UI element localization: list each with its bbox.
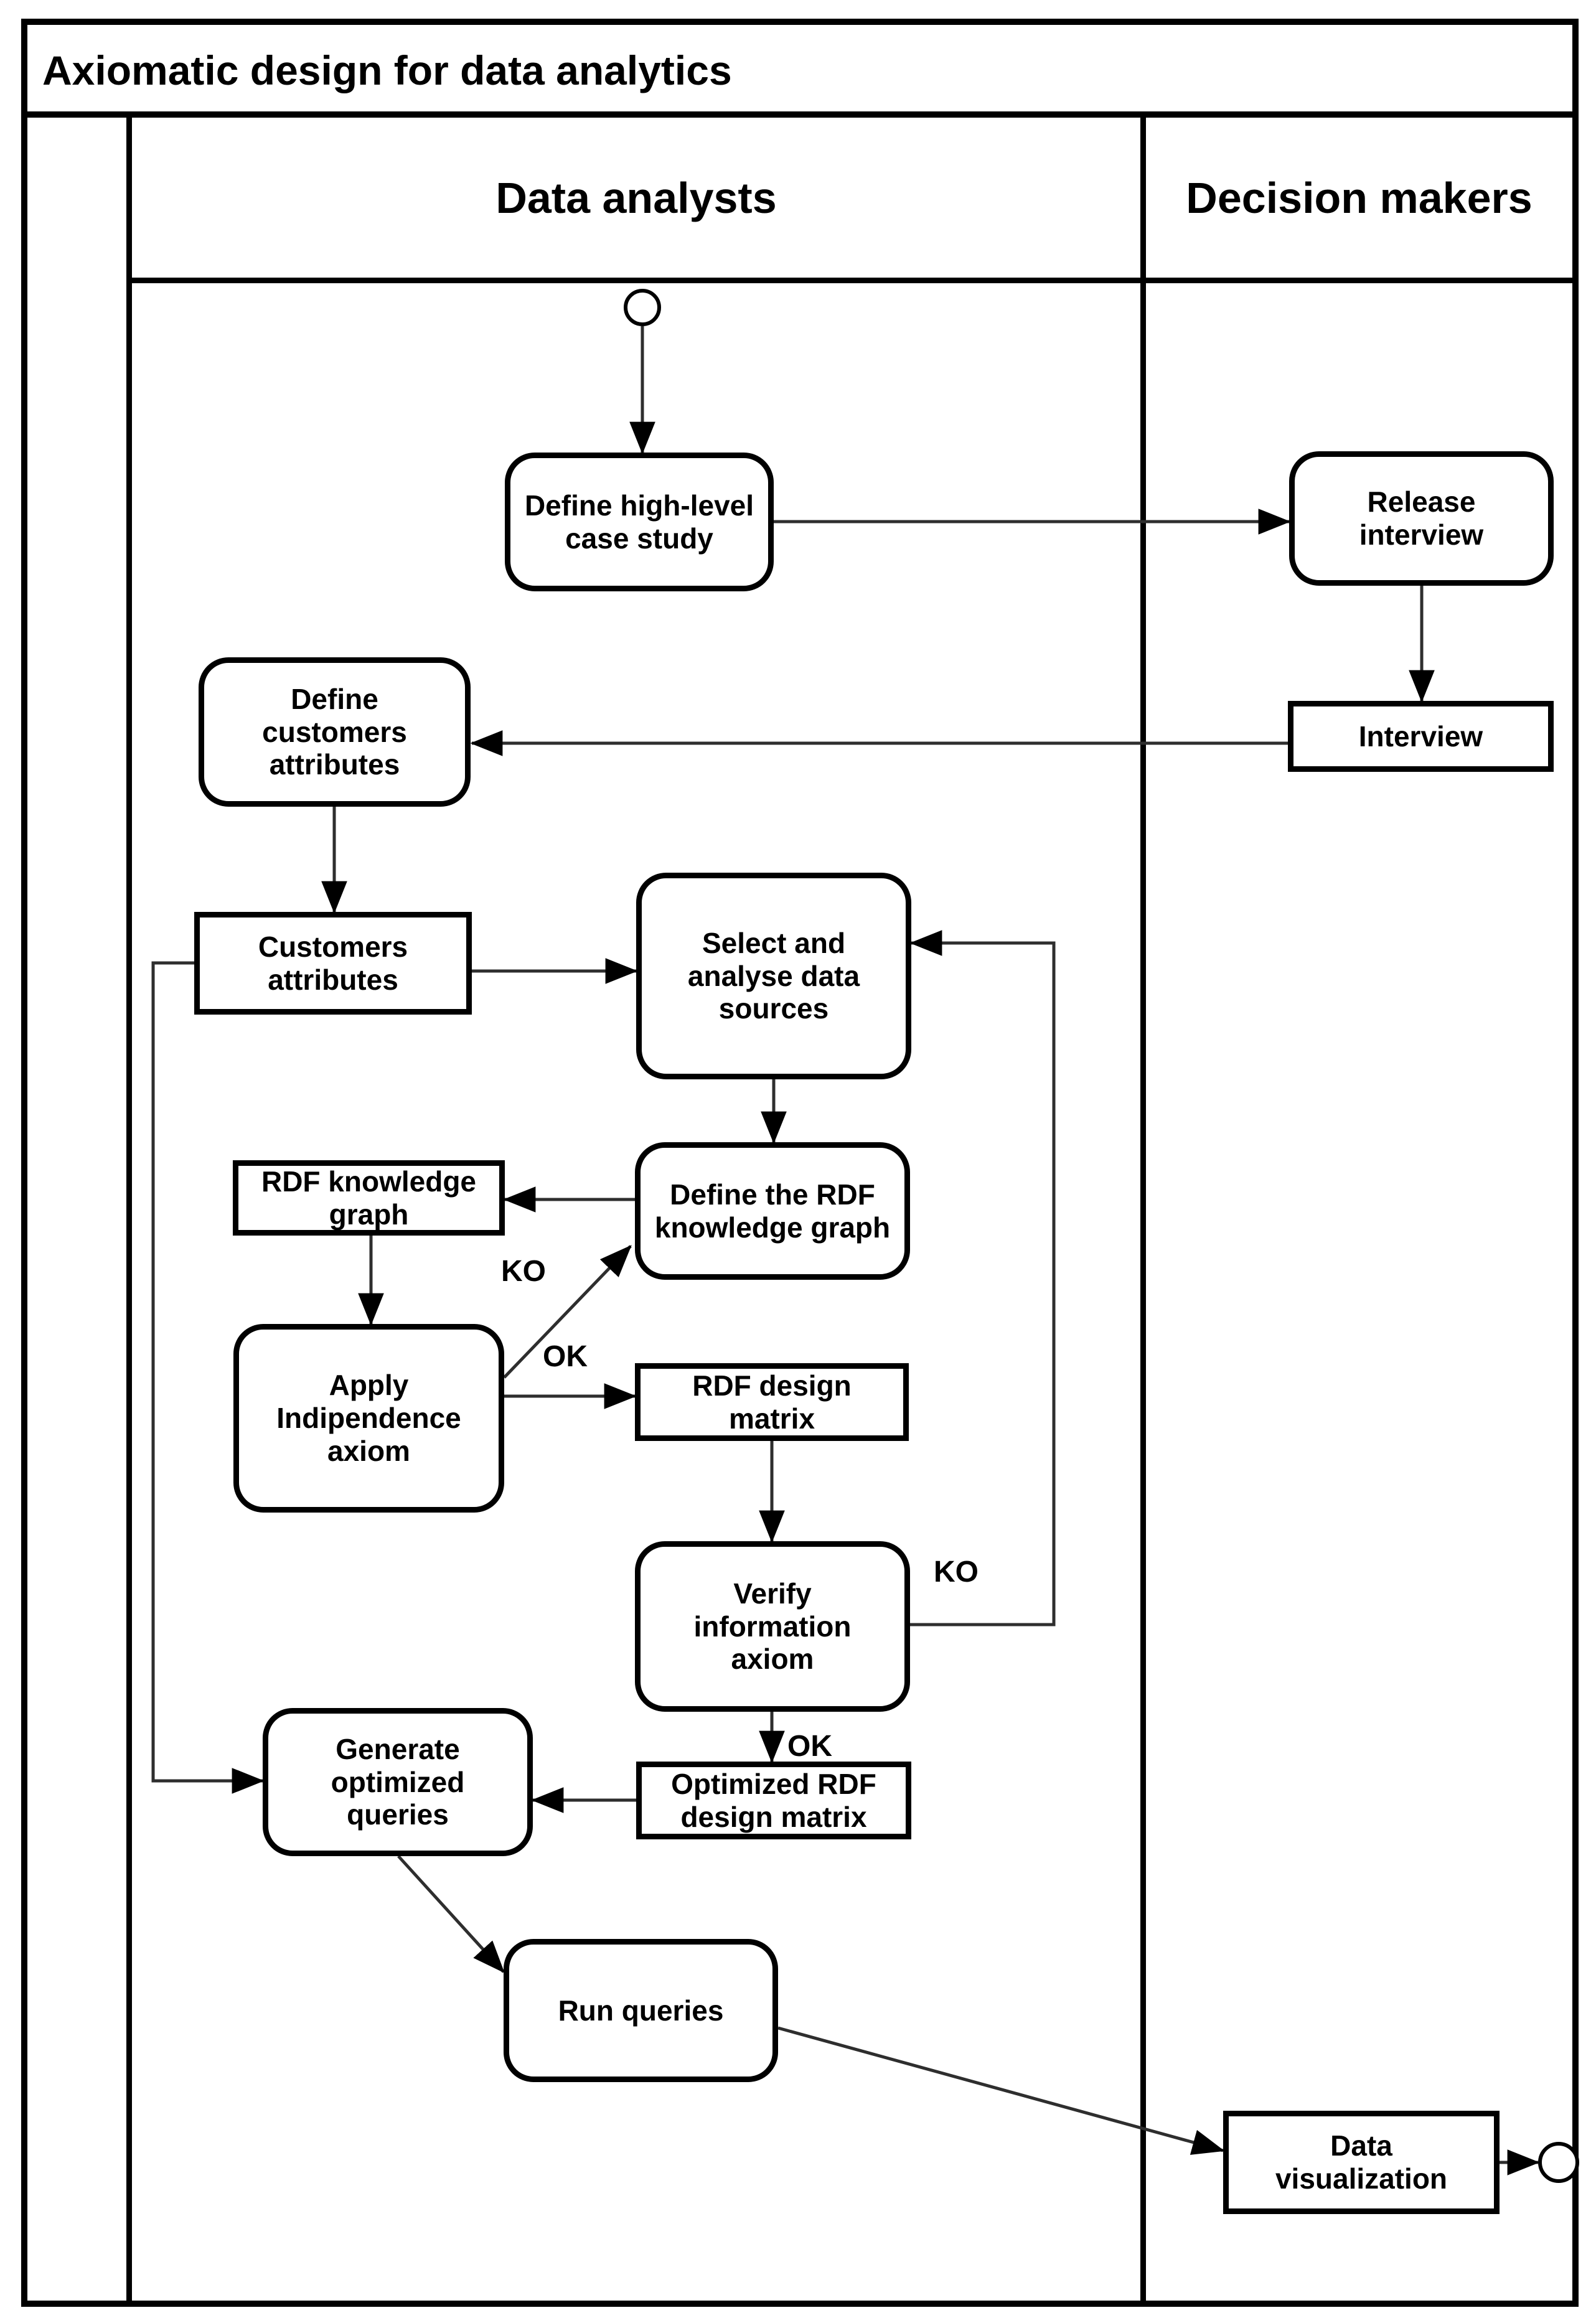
diagram-title: Axiomatic design for data analytics bbox=[42, 47, 732, 93]
data-rdf-design-matrix: RDF design matrix bbox=[635, 1363, 909, 1441]
activity-verify-information-axiom: Verify information axiom bbox=[635, 1541, 910, 1712]
data-label: Optimized RDF design matrix bbox=[671, 1767, 876, 1833]
activity-label: Generate optimized queries bbox=[331, 1732, 465, 1831]
data-optimized-rdf-design-matrix: Optimized RDF design matrix bbox=[636, 1762, 911, 1839]
edge-label-ko-verify-axiom: KO bbox=[934, 1556, 979, 1589]
lane-header-bottom-line bbox=[129, 278, 1579, 283]
activity-generate-optimized-queries: Generate optimized queries bbox=[263, 1708, 533, 1856]
activity-label: Define customers attributes bbox=[262, 682, 407, 781]
data-rdf-knowledge-graph: RDF knowledge graph bbox=[233, 1160, 505, 1236]
activity-label: Release interview bbox=[1359, 486, 1484, 551]
start-event-circle bbox=[624, 289, 661, 326]
activity-label: Define the RDF knowledge graph bbox=[654, 1178, 891, 1244]
pool-label-column-line bbox=[126, 115, 132, 2307]
activity-label: Run queries bbox=[558, 1994, 724, 2027]
activity-define-customers-attributes: Define customers attributes bbox=[199, 657, 471, 807]
lane-header-decision-makers: Decision makers bbox=[1186, 173, 1533, 222]
data-interview: Interview bbox=[1288, 701, 1554, 772]
data-label: RDF design matrix bbox=[692, 1369, 852, 1435]
pool-border bbox=[21, 19, 1579, 2307]
lane-header-data-analysts: Data analysts bbox=[495, 173, 777, 222]
activity-label: Apply Indipendence axiom bbox=[276, 1369, 461, 1467]
data-label: Customers attributes bbox=[258, 930, 408, 996]
activity-define-high-level-case-study: Define high-level case study bbox=[505, 453, 774, 591]
data-label: Data visualization bbox=[1275, 2129, 1448, 2195]
activity-label: Define high-level case study bbox=[524, 489, 754, 555]
activity-select-and-analyse-data-sources: Select and analyse data sources bbox=[636, 873, 911, 1079]
data-label: RDF knowledge graph bbox=[261, 1165, 477, 1231]
activity-label: Select and analyse data sources bbox=[687, 926, 860, 1025]
edge-label-ok-apply-axiom: OK bbox=[543, 1340, 588, 1373]
activity-label: Verify information axiom bbox=[693, 1577, 852, 1676]
edge-label-ok-verify-axiom: OK bbox=[787, 1730, 832, 1763]
activity-define-the-rdf-knowledge-graph: Define the RDF knowledge graph bbox=[635, 1142, 910, 1280]
end-event-circle bbox=[1538, 2142, 1579, 2183]
edge-label-ko-apply-axiom: KO bbox=[501, 1255, 546, 1288]
data-label: Interview bbox=[1358, 720, 1483, 753]
activity-run-queries: Run queries bbox=[504, 1939, 778, 2082]
data-customers-attributes: Customers attributes bbox=[194, 912, 472, 1015]
activity-apply-indipendence-axiom: Apply Indipendence axiom bbox=[233, 1324, 504, 1513]
activity-release-interview: Release interview bbox=[1289, 451, 1554, 586]
lane-divider-line bbox=[1140, 115, 1146, 2307]
title-separator-line bbox=[21, 111, 1579, 118]
data-data-visualization: Data visualization bbox=[1223, 2111, 1500, 2214]
